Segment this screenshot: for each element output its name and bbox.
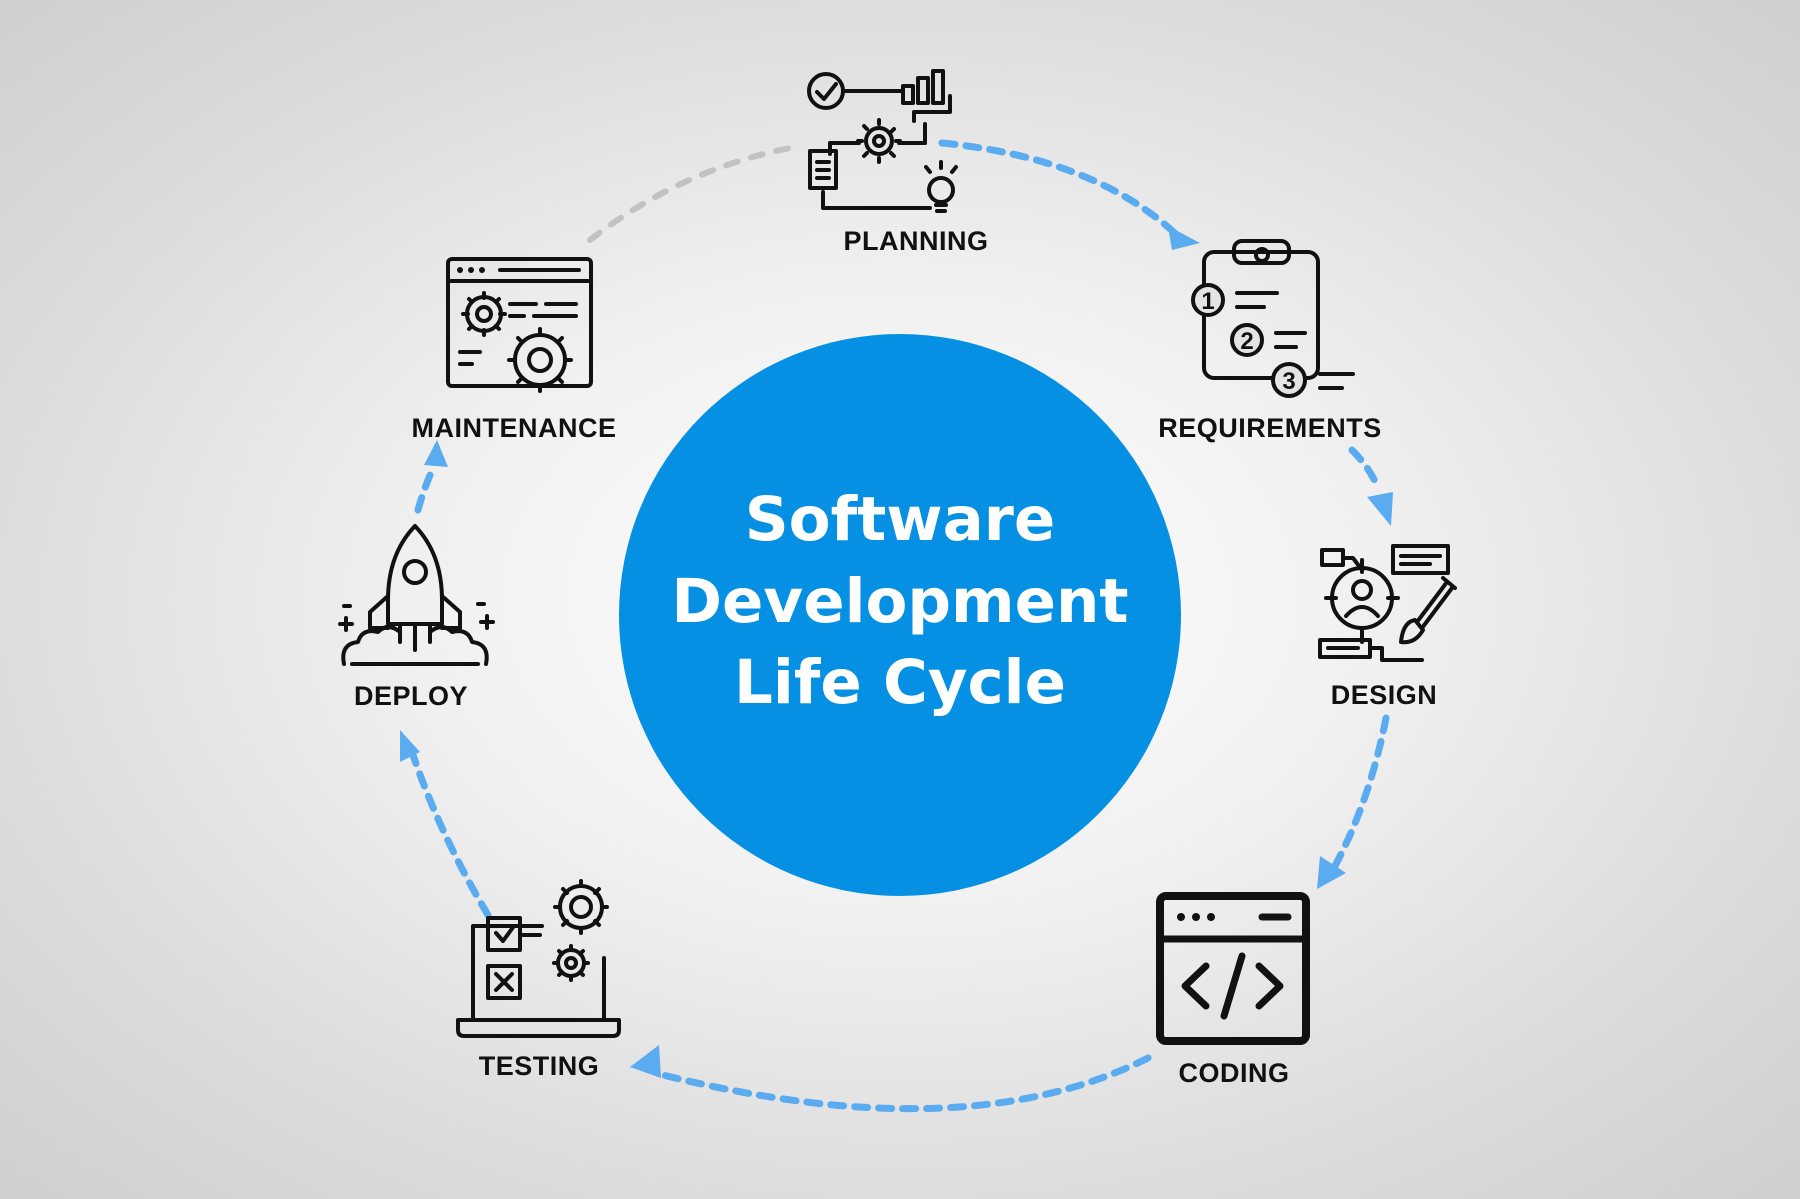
stage-planning: PLANNING — [807, 69, 989, 256]
code-window-icon — [1156, 892, 1310, 1045]
rocket-launch-icon — [338, 524, 495, 666]
path-deploy-to-maintenance — [414, 462, 438, 514]
stage-deploy: DEPLOY — [338, 524, 495, 711]
path-maintenance-to-planning — [587, 145, 793, 243]
stage-label-deploy: DEPLOY — [354, 681, 468, 711]
arrowhead-to-coding — [1317, 856, 1346, 889]
stage-coding: CODING — [1156, 892, 1310, 1088]
arrowhead-to-maintenance — [424, 440, 448, 467]
stage-design: DESIGN — [1318, 544, 1457, 710]
stage-label-requirements: REQUIREMENTS — [1158, 413, 1382, 443]
browser-gears-icon — [446, 257, 593, 393]
path-testing-to-deploy — [408, 748, 492, 919]
path-coding-to-testing — [659, 1054, 1152, 1113]
svg-text:2: 2 — [1240, 328, 1253, 355]
arrow-heads — [400, 226, 1393, 1078]
center-title-line-3: Life Cycle — [734, 647, 1066, 718]
stage-label-testing: TESTING — [479, 1051, 600, 1081]
arrowhead-to-design — [1367, 492, 1393, 526]
arrowhead-to-requirements — [1168, 226, 1200, 250]
arrowhead-to-testing — [630, 1045, 661, 1078]
planning-flow-icon — [807, 69, 958, 213]
stage-maintenance: MAINTENANCE — [412, 257, 617, 443]
stage-testing: TESTING — [456, 879, 621, 1081]
cycle-path — [408, 139, 1390, 1113]
stage-label-maintenance: MAINTENANCE — [412, 413, 617, 443]
svg-text:3: 3 — [1282, 368, 1295, 395]
path-design-to-coding — [1331, 714, 1390, 870]
laptop-test-gears-icon — [456, 879, 621, 1038]
center-circle — [619, 334, 1181, 896]
stage-label-coding: CODING — [1179, 1058, 1290, 1088]
center-title-line-2: Development — [671, 566, 1128, 637]
svg-text:1: 1 — [1201, 288, 1214, 315]
path-requirements-to-design — [1348, 446, 1382, 492]
stage-requirements: 1 2 3 REQUIREMENTS — [1158, 239, 1382, 443]
center-title-line-1: Software — [745, 484, 1056, 555]
path-planning-to-requirements — [938, 139, 1182, 240]
clipboard-checklist-icon: 1 2 3 — [1191, 239, 1355, 398]
stage-label-planning: PLANNING — [844, 226, 989, 256]
arrowhead-to-deploy — [400, 730, 420, 762]
design-target-brush-icon — [1318, 544, 1457, 662]
stage-label-design: DESIGN — [1331, 680, 1438, 710]
